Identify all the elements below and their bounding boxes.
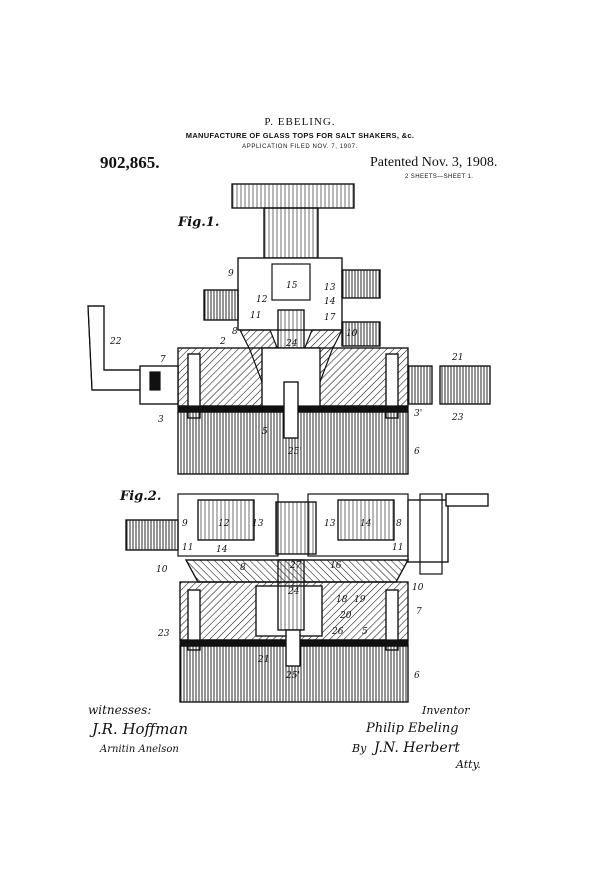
fig2-ref: 11 xyxy=(392,543,403,553)
atty-label: Atty. xyxy=(455,758,481,771)
fig2-ref: 16 xyxy=(330,561,342,571)
fig2-ref: 6 xyxy=(414,671,420,681)
fig2-ref: 19 xyxy=(354,595,366,605)
fig2-ref: 24 xyxy=(287,587,300,597)
fig2-ref: 18 xyxy=(336,595,348,605)
filing-date: APPLICATION FILED NOV. 7, 1907. xyxy=(242,144,358,150)
fig1-ref: 15 xyxy=(286,281,298,291)
fig2-ref: 10 xyxy=(412,583,424,593)
fig2-ref: 9 xyxy=(182,519,188,529)
fig2-ref: 13 xyxy=(252,519,264,529)
fig2-ref: 25' xyxy=(285,671,300,681)
fig1-label: Fig.1. xyxy=(177,215,219,230)
fig1-ref: 21 xyxy=(451,353,463,363)
fig2-ref: 21 xyxy=(257,655,269,665)
fig1-ref: 5 xyxy=(262,427,268,437)
fig2-ref: 26 xyxy=(331,627,344,637)
fig2-ref: 13 xyxy=(324,519,336,529)
inventor-signature: Philip Ebeling xyxy=(365,721,459,736)
fig1-ref: 13 xyxy=(324,283,336,293)
fig2-ref: 10 xyxy=(156,565,168,575)
witness-1-signature: J.R. Hoffman xyxy=(89,720,188,738)
fig2-ref: 8 xyxy=(240,563,246,573)
fig1-ref: 7 xyxy=(160,355,166,365)
fig1-ref: 3' xyxy=(414,409,422,419)
fig1-ref: 14 xyxy=(324,297,336,307)
patent-number: 902,865. xyxy=(100,153,160,172)
inventor-label: Inventor xyxy=(421,704,470,717)
fig1-ref: 10 xyxy=(346,329,358,339)
fig2-ref: 5 xyxy=(362,627,368,637)
fig2-ref: 8 xyxy=(396,519,402,529)
attorney-signature: J.N. Herbert xyxy=(371,740,460,756)
fig1-ref: 12 xyxy=(256,295,268,305)
fig1-ref: 25' xyxy=(287,447,302,457)
inventor-name: P. EBELING. xyxy=(264,116,336,128)
figure-2 xyxy=(125,493,489,703)
fig1-ref: 17 xyxy=(324,313,336,323)
fig2-ref: 14 xyxy=(360,519,372,529)
fig2-ref: 20 xyxy=(339,611,352,621)
fig2-ref: 12 xyxy=(218,519,230,529)
fig1-ref: 11 xyxy=(250,311,261,321)
witness-2-signature: Arnitin Anelson xyxy=(99,744,179,755)
fig1-ref: 9 xyxy=(228,269,234,279)
fig2-ref: 27 xyxy=(289,561,302,571)
fig2-ref: 11 xyxy=(182,543,193,553)
fig1-ref: 2 xyxy=(219,337,226,347)
fig1-ref: 24 xyxy=(285,339,298,349)
fig2-ref: 14 xyxy=(216,545,228,555)
fig1-ref: 6 xyxy=(414,447,420,457)
fig2-label: Fig.2. xyxy=(119,489,161,504)
fig1-ref: 3 xyxy=(158,415,164,425)
fig1-ref: 8 xyxy=(232,327,238,337)
witnesses-label: witnesses: xyxy=(88,703,151,717)
sheet-count: 2 SHEETS—SHEET 1. xyxy=(405,174,474,180)
fig1-ref: 22 xyxy=(109,337,122,347)
fig2-ref: 23 xyxy=(157,629,170,639)
patent-date: Patented Nov. 3, 1908. xyxy=(370,155,498,170)
fig2-ref: 7 xyxy=(416,607,422,617)
by-label: By xyxy=(351,742,367,755)
fig1-ref: 23 xyxy=(451,413,464,423)
patent-title: MANUFACTURE OF GLASS TOPS FOR SALT SHAKE… xyxy=(185,131,415,140)
figure-1 xyxy=(87,183,491,475)
